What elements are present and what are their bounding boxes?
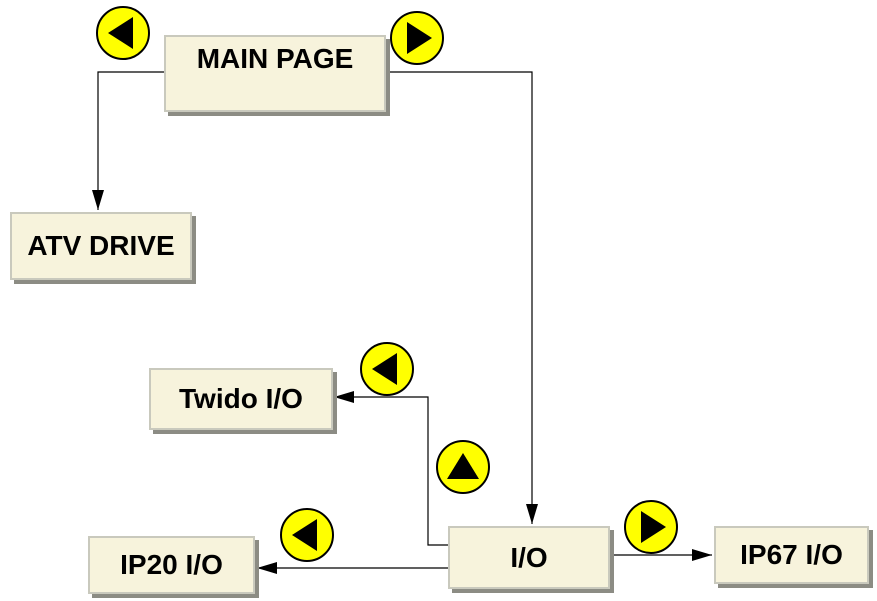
- arrowhead-io: [526, 504, 538, 524]
- ip67-next-button[interactable]: [624, 500, 678, 554]
- left-arrow-icon: [292, 519, 317, 551]
- io-up-button[interactable]: [436, 440, 490, 494]
- up-arrow-icon: [447, 453, 479, 479]
- arrowhead-ip20: [257, 562, 277, 574]
- arrowhead-twido: [334, 391, 354, 403]
- node-io[interactable]: I/O: [448, 526, 610, 589]
- twido-back-button[interactable]: [360, 342, 414, 396]
- connector-main-to-io: [386, 71, 533, 524]
- node-ip67-io[interactable]: IP67 I/O: [714, 526, 869, 584]
- right-arrow-icon: [407, 22, 432, 54]
- arrowhead-atv: [92, 190, 104, 210]
- right-arrow-icon: [641, 511, 666, 543]
- node-atv-drive[interactable]: ATV DRIVE: [10, 212, 192, 280]
- ip20-back-button[interactable]: [280, 508, 334, 562]
- node-twido-io[interactable]: Twido I/O: [149, 368, 333, 430]
- left-arrow-icon: [108, 17, 133, 49]
- node-main-page[interactable]: MAIN PAGE: [164, 35, 386, 112]
- main-next-button[interactable]: [390, 11, 444, 65]
- left-arrow-icon: [372, 353, 397, 385]
- node-ip20-io[interactable]: IP20 I/O: [88, 536, 255, 594]
- main-prev-button[interactable]: [96, 6, 150, 60]
- arrowhead-ip67: [692, 549, 712, 561]
- connector-main-to-atv: [97, 71, 164, 210]
- connector-io-to-twido: [334, 396, 448, 546]
